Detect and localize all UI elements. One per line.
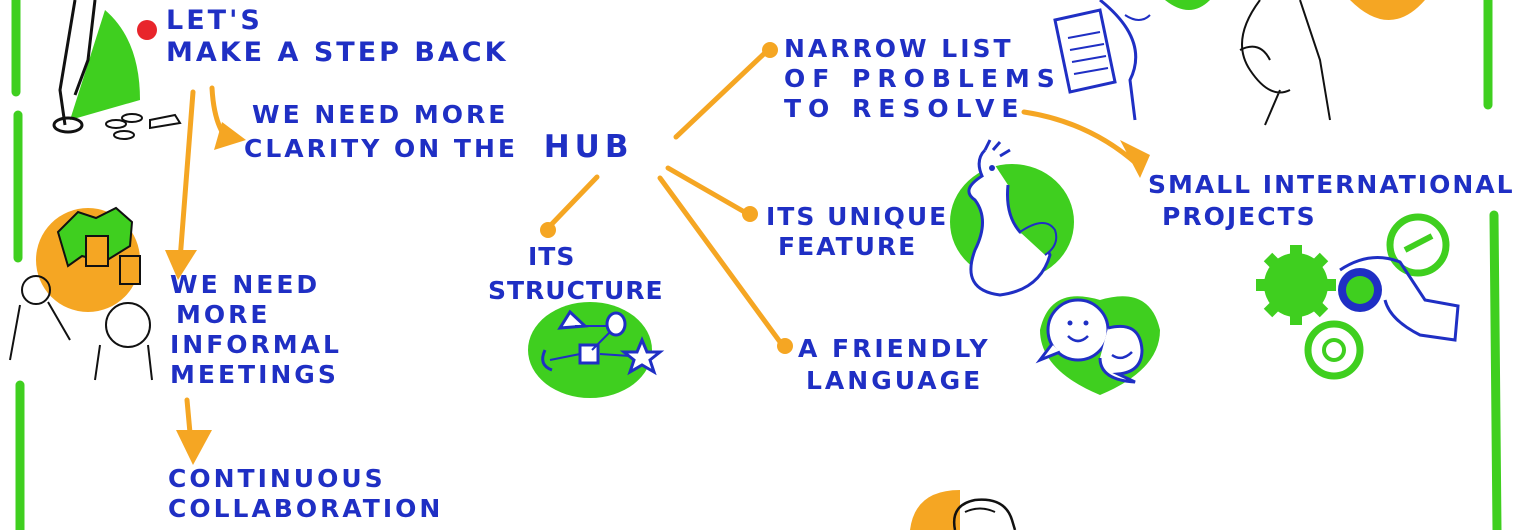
person-head-icon <box>910 490 1017 530</box>
language-node: A FRIENDLY LANGUAGE <box>798 334 991 396</box>
collaboration-line2: COLLABORATION <box>168 494 444 523</box>
problems-line3: TO RESOLVE <box>784 94 1026 123</box>
clarity-line2: CLARITY ON THE <box>244 134 518 163</box>
connector-dots <box>540 42 793 354</box>
informal-line2: MORE <box>176 300 271 329</box>
projects-node: SMALL INTERNATIONAL PROJECTS <box>1148 170 1515 232</box>
structure-line1: ITS <box>528 242 576 271</box>
problems-line1: NARROW LIST <box>784 34 1014 63</box>
chat-faces-icon <box>1035 296 1160 395</box>
gears-globe-hand-icon <box>1256 213 1460 380</box>
feature-node: ITS UNIQUE FEATURE <box>766 202 948 262</box>
language-line2: LANGUAGE <box>806 366 984 395</box>
arrow-heads <box>165 122 1150 465</box>
reading-person-icon <box>1053 0 1210 121</box>
informal-line4: MEETINGS <box>170 360 339 389</box>
feature-line1: ITS UNIQUE <box>766 202 949 231</box>
step-back-node: LET'S MAKE A STEP BACK <box>166 6 509 68</box>
connector-lines <box>177 47 1141 458</box>
thinking-person-icon <box>1239 0 1425 126</box>
step-back-line2: MAKE A STEP BACK <box>166 37 509 68</box>
projects-line1: SMALL INTERNATIONAL <box>1148 170 1515 199</box>
informal-line3: INFORMAL <box>170 330 342 359</box>
clarity-line1: WE NEED MORE <box>252 100 509 129</box>
walking-person-icon <box>52 0 182 140</box>
hub-word: HUB <box>543 129 634 165</box>
green-border <box>11 0 1502 530</box>
structure-shapes-icon <box>528 302 665 398</box>
peacock-icon <box>950 139 1074 297</box>
informal-meetings-node: WE NEED MORE INFORMAL MEETINGS <box>170 270 342 390</box>
informal-line1: WE NEED <box>170 270 321 299</box>
feature-line2: FEATURE <box>778 232 918 261</box>
language-line1: A FRIENDLY <box>798 334 991 363</box>
projects-line2: PROJECTS <box>1162 202 1317 231</box>
problems-node: NARROW LIST OF PROBLEMS TO RESOLVE <box>784 34 1062 124</box>
toasting-people-icon <box>9 206 153 381</box>
clarity-line2-wrapper: CLARITY ON THE HUB <box>244 132 633 164</box>
clarity-node: WE NEED MORE CLARITY ON THE HUB <box>244 100 633 164</box>
step-back-line1: LET'S <box>166 5 263 36</box>
problems-line2: OF PROBLEMS <box>784 64 1062 93</box>
structure-node: ITS STRUCTURE <box>488 242 664 306</box>
collaboration-line1: CONTINUOUS <box>168 464 386 493</box>
structure-line2: STRUCTURE <box>488 276 664 305</box>
red-bullet <box>137 20 157 40</box>
collaboration-node: CONTINUOUS COLLABORATION <box>168 464 443 524</box>
